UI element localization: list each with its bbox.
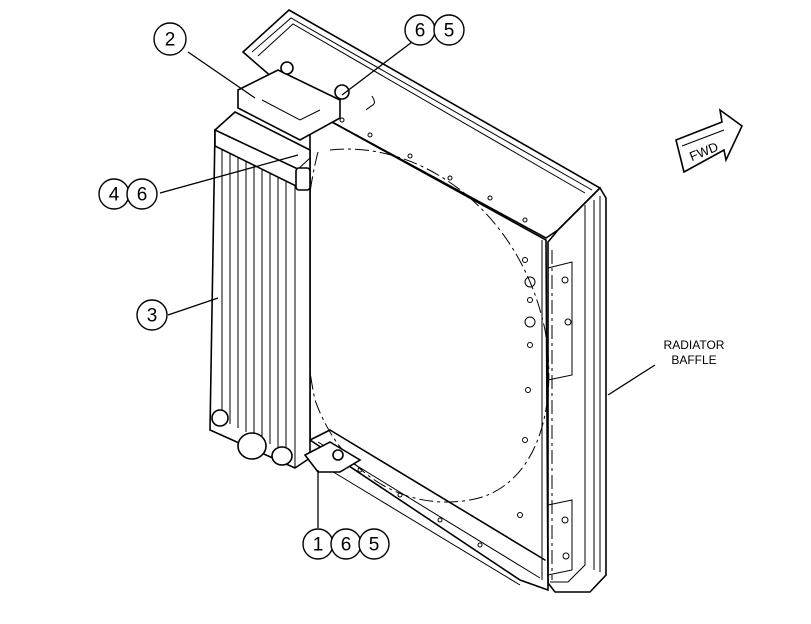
forward-direction-arrow: FWD (675, 108, 744, 174)
callout-1-6-5-number-b: 6 (341, 535, 352, 556)
callout-1-6-5: 1 6 5 (302, 528, 390, 560)
top-bracket (237, 61, 375, 141)
callout-4-6: 4 6 (98, 178, 158, 210)
callout-4-6-number-b: 6 (137, 185, 148, 206)
radiator-baffle-label-line2: BAFFLE (671, 353, 716, 367)
callout-3-circle (136, 299, 168, 331)
bottom-bracket (303, 441, 362, 473)
callout-6-5-number-a: 6 (415, 21, 426, 42)
radiator-baffle-label-line1: RADIATOR (664, 338, 725, 352)
callout-6-5-number-b: 5 (444, 21, 455, 42)
callout-6-5: 6 5 (404, 14, 465, 46)
callout-2-number: 2 (165, 30, 176, 51)
radiator-baffle (241, 9, 607, 593)
callout-1-6-5-number-c: 5 (369, 535, 380, 556)
callout-2: 2 (153, 22, 187, 56)
callout-1-6-5-circle-c (358, 528, 390, 560)
callout-6-5-circle-b (433, 14, 465, 46)
callout-3-number: 3 (147, 306, 158, 327)
callout-4-6-number-a: 4 (109, 185, 120, 206)
radiator-baffle-label: RADIATOR BAFFLE (664, 338, 725, 367)
leader-lines (159, 41, 656, 528)
oil-cooler-core (209, 111, 311, 469)
callout-3: 3 (136, 299, 168, 331)
callout-1-6-5-number-a: 1 (313, 535, 324, 556)
callout-4-6-circle-b (126, 178, 158, 210)
callout-2-circle (153, 22, 187, 56)
